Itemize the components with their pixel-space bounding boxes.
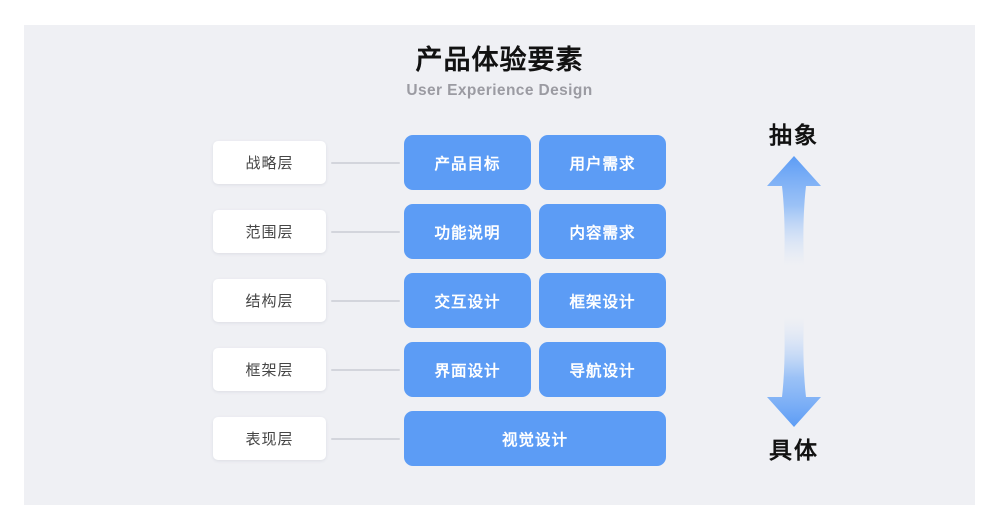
layer-items: 产品目标 用户需求: [404, 135, 666, 190]
layer-label-text: 框架层: [245, 362, 294, 379]
layer-item-box[interactable]: 视觉设计: [404, 411, 666, 466]
arrow-up-icon: [767, 156, 821, 266]
layer-label-text: 表现层: [245, 431, 294, 448]
arrow-down-zone: [714, 315, 874, 435]
layer-item-box[interactable]: 交互设计: [404, 273, 531, 328]
connector-line: [331, 162, 400, 164]
layers-diagram: 战略层 产品目标 用户需求 范围层 功能说明 内容需求 结构层: [24, 135, 975, 466]
layer-row: 结构层 交互设计 框架设计: [24, 273, 975, 328]
layer-label-card[interactable]: 范围层: [213, 210, 326, 253]
layer-row: 框架层 界面设计 导航设计: [24, 342, 975, 397]
layer-label-text: 战略层: [245, 155, 294, 172]
arrow-down-icon: [767, 317, 821, 427]
axis-top-label: 抽象: [769, 122, 819, 148]
layer-items: 视觉设计: [404, 411, 666, 466]
arrow-up-zone: [714, 150, 874, 270]
connector-line: [331, 300, 400, 302]
slide-canvas: 产品体验要素 User Experience Design 战略层 产品目标 用…: [24, 25, 975, 505]
axis-bottom-label: 具体: [769, 437, 819, 463]
abstraction-axis: 抽象: [714, 120, 874, 470]
layer-row: 战略层 产品目标 用户需求: [24, 135, 975, 190]
layer-row: 范围层 功能说明 内容需求: [24, 204, 975, 259]
layer-label-text: 范围层: [245, 224, 294, 241]
layer-items: 功能说明 内容需求: [404, 204, 666, 259]
layer-item-box[interactable]: 产品目标: [404, 135, 531, 190]
layer-label-card[interactable]: 框架层: [213, 348, 326, 391]
layer-row: 表现层 视觉设计: [24, 411, 975, 466]
layer-label-card[interactable]: 表现层: [213, 417, 326, 460]
connector-line: [331, 231, 400, 233]
layer-item-box[interactable]: 框架设计: [539, 273, 666, 328]
layer-label-card[interactable]: 战略层: [213, 141, 326, 184]
axis-gap: [714, 270, 874, 315]
layer-items: 界面设计 导航设计: [404, 342, 666, 397]
layer-item-box[interactable]: 功能说明: [404, 204, 531, 259]
connector-line: [331, 369, 400, 371]
layer-label-text: 结构层: [245, 293, 294, 310]
layer-item-box[interactable]: 界面设计: [404, 342, 531, 397]
layer-item-box[interactable]: 导航设计: [539, 342, 666, 397]
layer-label-card[interactable]: 结构层: [213, 279, 326, 322]
layer-item-box[interactable]: 用户需求: [539, 135, 666, 190]
connector-line: [331, 438, 400, 440]
page-subtitle: User Experience Design: [406, 82, 593, 99]
page-title: 产品体验要素: [415, 45, 584, 75]
slide-header: 产品体验要素 User Experience Design: [24, 43, 975, 101]
layer-item-box[interactable]: 内容需求: [539, 204, 666, 259]
layer-items: 交互设计 框架设计: [404, 273, 666, 328]
